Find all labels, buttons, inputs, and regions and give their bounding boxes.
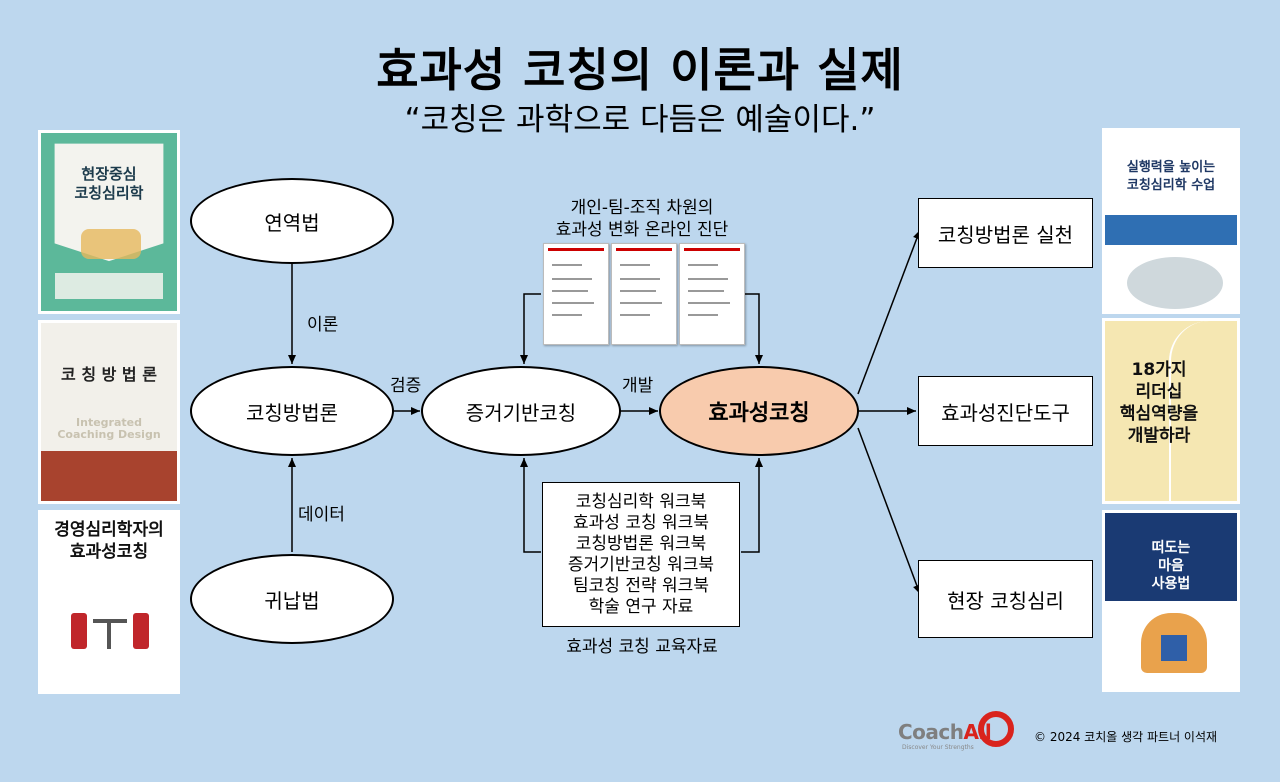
book-cover-left-1: 현장중심 코칭심리학 bbox=[38, 130, 180, 314]
diagnosis-caption-line-2: 효과성 변화 온라인 진단 bbox=[555, 220, 729, 240]
workbook-list: 코칭심리학 워크북 효과성 코칭 워크북 코칭방법론 워크북 증거기반코칭 워크… bbox=[542, 482, 740, 627]
edge-label-development: 개발 bbox=[622, 376, 654, 396]
arrow-diagnosis-to-evidence bbox=[520, 293, 541, 364]
arrow-to-field-psychology bbox=[857, 427, 921, 595]
workbook-item: 코칭방법론 워크북 bbox=[575, 533, 707, 554]
workbook-caption: 효과성 코칭 교육자료 bbox=[566, 637, 718, 657]
node-deduction: 연역법 bbox=[190, 178, 394, 264]
node-coaching-methodology: 코칭방법론 bbox=[190, 366, 394, 456]
node-coaching-methodology-label: 코칭방법론 bbox=[246, 400, 338, 425]
arrow-workbook-to-effectiveness bbox=[741, 458, 763, 553]
page-subtitle: “코칭은 과학으로 다듬은 예술이다.” bbox=[404, 102, 876, 138]
logo-wordmark: CoachAll bbox=[898, 720, 992, 744]
diagnosis-report-sheet bbox=[543, 243, 609, 345]
workbook-item: 코칭심리학 워크북 bbox=[575, 491, 707, 512]
book-title: 실행력을 높이는 코칭심리학 수업 bbox=[1126, 160, 1216, 193]
logo-word-coach: Coach bbox=[898, 720, 964, 744]
book-title: 18가지 리더십 핵심역량을 개발하라 bbox=[1119, 360, 1199, 446]
book-cover-right-1: 실행력을 높이는 코칭심리학 수업 bbox=[1102, 128, 1240, 314]
arrow-to-practice bbox=[857, 229, 921, 395]
diagnosis-caption-line-1: 개인-팀-조직 차원의 bbox=[570, 198, 714, 218]
workbook-item: 효과성 코칭 워크북 bbox=[573, 512, 709, 533]
book-title: 코 칭 방 법 론 bbox=[61, 365, 157, 384]
arrow-diagnosis-to-effectiveness bbox=[744, 293, 763, 364]
node-evidence-based-label: 증거기반코칭 bbox=[465, 400, 577, 425]
copyright-footer: © 2024 코치올 생각 파트너 이석재 bbox=[1034, 730, 1218, 744]
book-cover-right-3: 떠도는 마음 사용법 bbox=[1102, 510, 1240, 692]
node-practice: 코칭방법론 실천 bbox=[918, 198, 1093, 268]
node-induction-label: 귀납법 bbox=[264, 588, 320, 613]
node-practice-label: 코칭방법론 실천 bbox=[937, 222, 1074, 247]
edge-label-verification: 검증 bbox=[390, 376, 422, 396]
book-cover-left-2: 코 칭 방 법 론 Integrated Coaching Design bbox=[38, 320, 180, 504]
node-induction: 귀납법 bbox=[190, 554, 394, 644]
node-field-psychology-label: 현장 코칭심리 bbox=[947, 588, 1064, 613]
coachall-logo: CoachAll Discover Your Strengths bbox=[898, 710, 1026, 756]
workbook-item: 학술 연구 자료 bbox=[588, 596, 694, 617]
book-cover-left-3: 경영심리학자의 효과성코칭 bbox=[38, 510, 180, 694]
node-field-psychology: 현장 코칭심리 bbox=[918, 560, 1093, 638]
diagnosis-caption: 개인-팀-조직 차원의 효과성 변화 온라인 진단 bbox=[532, 197, 752, 241]
node-diagnostic-tool-label: 효과성진단도구 bbox=[941, 400, 1070, 425]
book-subtitle: Integrated Coaching Design bbox=[57, 416, 161, 441]
node-evidence-based: 증거기반코칭 bbox=[421, 366, 621, 456]
book-title: 떠도는 마음 사용법 bbox=[1151, 540, 1191, 592]
logo-word-all: All bbox=[963, 720, 992, 744]
workbook-item: 증거기반코칭 워크북 bbox=[567, 554, 715, 575]
edge-label-theory: 이론 bbox=[307, 315, 339, 335]
book-cover-right-2: 18가지 리더십 핵심역량을 개발하라 bbox=[1102, 318, 1240, 504]
page-title: 효과성 코칭의 이론과 실제 bbox=[376, 43, 904, 97]
arrow-workbook-to-evidence bbox=[520, 458, 541, 553]
node-effectiveness-coaching: 효과성코칭 bbox=[659, 366, 859, 456]
book-title: 경영심리학자의 효과성코칭 bbox=[54, 520, 164, 562]
node-diagnostic-tool: 효과성진단도구 bbox=[918, 376, 1093, 446]
node-deduction-label: 연역법 bbox=[264, 210, 320, 235]
logo-ring-icon bbox=[978, 711, 1014, 747]
node-effectiveness-coaching-label: 효과성코칭 bbox=[708, 401, 810, 426]
logo-tagline: Discover Your Strengths bbox=[902, 744, 974, 751]
edge-label-data: 데이터 bbox=[298, 505, 345, 525]
book-title: 현장중심 코칭심리학 bbox=[74, 165, 144, 202]
workbook-item: 팀코칭 전략 워크북 bbox=[573, 575, 709, 596]
diagnosis-report-sheet bbox=[611, 243, 677, 345]
diagnosis-report-sheet bbox=[679, 243, 745, 345]
